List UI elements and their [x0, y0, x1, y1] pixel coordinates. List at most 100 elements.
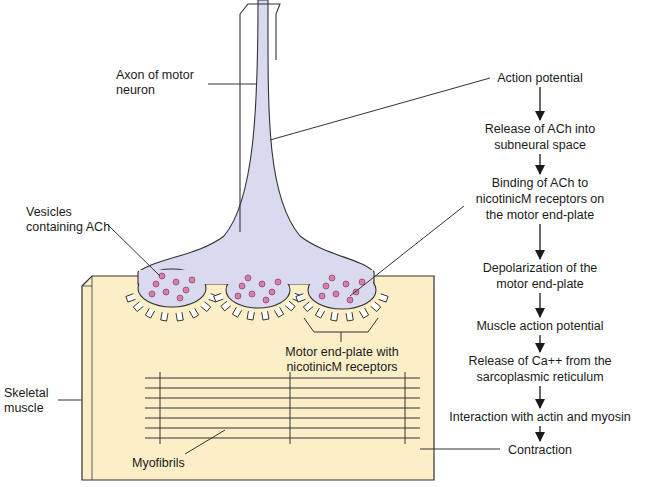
- flow-arrow: [539, 87, 540, 120]
- flow-step: Interaction with actin and myosin: [435, 408, 645, 426]
- part-label: Axon of motor neuron: [116, 68, 206, 98]
- flow-step: Contraction: [490, 441, 590, 459]
- fibril-line: [145, 408, 420, 409]
- flow-arrow: [539, 335, 540, 352]
- step-text: Binding of ACh to nicotinicM receptors o…: [468, 175, 612, 223]
- leader-line: [350, 206, 464, 296]
- fibril-line: [145, 418, 420, 419]
- vesicle: [269, 289, 275, 295]
- fibril-line: [145, 438, 420, 439]
- vesicle: [259, 281, 265, 287]
- myofibrils: [145, 372, 420, 444]
- fold: [285, 301, 295, 311]
- fold: [176, 312, 183, 321]
- step-text: Action potential: [467, 70, 613, 86]
- fold: [331, 312, 338, 321]
- vesicle: [333, 291, 339, 297]
- fold: [379, 294, 389, 302]
- vesicle: [263, 297, 269, 303]
- flow-step: Muscle action potential: [450, 317, 630, 335]
- terminal-fill: [139, 270, 373, 284]
- z-line: [405, 372, 406, 444]
- fold: [145, 308, 154, 318]
- flow-step: Action potential: [465, 69, 615, 87]
- fold: [296, 294, 306, 302]
- vesicle: [359, 279, 365, 285]
- fold: [371, 302, 381, 312]
- fold: [214, 293, 224, 301]
- muscle-edge: [82, 286, 92, 287]
- fold: [189, 308, 198, 318]
- flow-arrow: [539, 154, 540, 174]
- leader-line: [185, 430, 225, 454]
- flow-arrow: [539, 426, 540, 441]
- vesicle: [153, 281, 159, 287]
- part-label: Motor end-plate with nicotinicM receptor…: [272, 345, 412, 375]
- flow-step: Binding of ACh to nicotinicM receptors o…: [466, 174, 614, 224]
- leader-lines: [58, 78, 500, 454]
- vesicle: [329, 275, 335, 281]
- vesicle: [149, 291, 155, 297]
- flow-step: Depolarization of the motor end-plate: [470, 259, 610, 293]
- vesicle: [177, 295, 183, 301]
- part-label: Skeletal muscle: [4, 386, 60, 416]
- fold: [133, 302, 143, 312]
- vesicle: [319, 293, 325, 299]
- leader-line: [208, 84, 257, 85]
- step-text: Release of Ca++ from the sarcoplasmic re…: [462, 353, 618, 385]
- muscle-edge: [92, 276, 93, 480]
- vesicle: [323, 283, 329, 289]
- z-line: [160, 372, 161, 444]
- vesicle: [173, 279, 179, 285]
- vesicle: [275, 279, 281, 285]
- fold: [201, 302, 211, 312]
- fold: [247, 311, 254, 320]
- flow-step: Release of ACh into subneural space: [475, 120, 605, 154]
- vesicle: [163, 289, 169, 295]
- flow-arrow: [539, 386, 540, 408]
- leader-line: [58, 400, 82, 401]
- leader-line: [270, 78, 490, 140]
- flow-step: Release of Ca++ from the sarcoplasmic re…: [460, 352, 620, 386]
- vesicle: [245, 275, 251, 281]
- leader-line: [420, 449, 500, 450]
- fold: [232, 307, 241, 317]
- sheath-line: [240, 4, 280, 60]
- flow-arrow: [539, 224, 540, 259]
- fold: [315, 308, 324, 318]
- axon-terminal: [138, 0, 374, 284]
- fold: [161, 312, 168, 321]
- step-text: Contraction: [492, 442, 588, 458]
- vesicle: [347, 297, 353, 303]
- fold: [346, 312, 353, 321]
- vesicle: [343, 281, 349, 287]
- step-text: Interaction with actin and myosin: [437, 409, 643, 425]
- step-text: Muscle action potential: [452, 318, 628, 334]
- part-label: Myofibrils: [132, 456, 212, 471]
- vesicle: [239, 283, 245, 289]
- fold: [262, 311, 269, 320]
- fibril-line: [145, 388, 420, 389]
- flow-arrow: [539, 293, 540, 317]
- ach-vesicles: [149, 273, 365, 303]
- sheath-line: [239, 14, 240, 232]
- fold: [126, 294, 136, 302]
- fibril-line: [145, 398, 420, 399]
- fold: [303, 302, 313, 312]
- step-text: Depolarization of the motor end-plate: [472, 260, 608, 292]
- fibril-line: [145, 428, 420, 429]
- z-line: [290, 372, 291, 444]
- end-plate-bracket: [304, 318, 378, 342]
- vesicle: [249, 291, 255, 297]
- fold: [221, 301, 231, 311]
- vesicle: [235, 293, 241, 299]
- vesicle: [189, 277, 195, 283]
- fold: [274, 307, 283, 317]
- part-label: Vesicles containing ACh: [26, 205, 118, 235]
- fold: [359, 308, 368, 318]
- vesicle: [183, 287, 189, 293]
- leader-line: [108, 225, 160, 276]
- fibril-line: [145, 378, 420, 379]
- step-text: Release of ACh into subneural space: [477, 121, 603, 153]
